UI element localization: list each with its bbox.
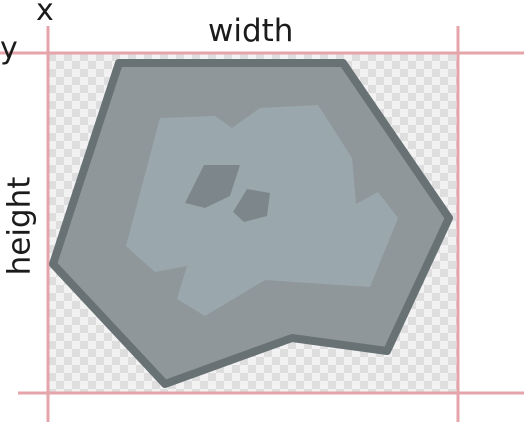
x-axis-label: x bbox=[36, 0, 54, 28]
height-label: height bbox=[1, 176, 38, 276]
rock-hole-1 bbox=[185, 165, 240, 208]
bounding-box-guides bbox=[0, 26, 524, 422]
rock-hole-2 bbox=[233, 189, 270, 222]
y-axis-label: y bbox=[0, 31, 18, 66]
width-label: width bbox=[208, 13, 294, 49]
